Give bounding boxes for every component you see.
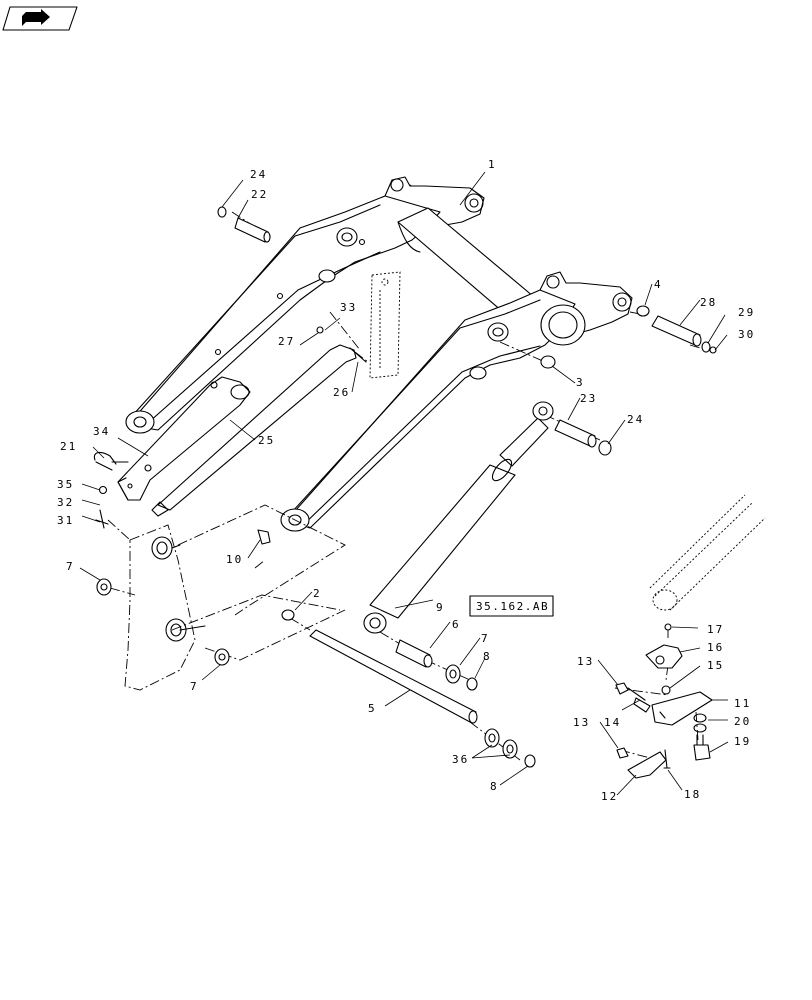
hidden-bracket <box>369 271 401 379</box>
callout-8-lower[interactable]: 8 <box>490 780 499 793</box>
leveling-link <box>151 344 357 517</box>
next-page-button[interactable] <box>2 6 78 31</box>
callout-10[interactable]: 10 <box>226 553 243 566</box>
callout-29[interactable]: 29 <box>738 306 755 319</box>
callout-23[interactable]: 23 <box>580 392 597 405</box>
callout-33[interactable]: 33 <box>340 301 357 314</box>
callout-7-bottom[interactable]: 7 <box>190 680 199 693</box>
callout-8-mid[interactable]: 8 <box>483 650 492 663</box>
callout-34[interactable]: 34 <box>93 425 110 438</box>
callout-16[interactable]: 16 <box>707 641 724 654</box>
callout-17[interactable]: 17 <box>707 623 724 636</box>
next-page-arrow-icon <box>22 9 50 26</box>
callout-7-left[interactable]: 7 <box>66 560 75 573</box>
callout-18[interactable]: 18 <box>684 788 701 801</box>
callout-13-lower[interactable]: 13 <box>573 716 590 729</box>
callout-11[interactable]: 11 <box>734 697 751 710</box>
callout-2[interactable]: 2 <box>313 587 322 600</box>
callout-35[interactable]: 35 <box>57 478 74 491</box>
callout-6[interactable]: 6 <box>452 618 461 631</box>
callout-4[interactable]: 4 <box>654 278 663 291</box>
callout-30[interactable]: 30 <box>738 328 755 341</box>
callout-3[interactable]: 3 <box>576 376 585 389</box>
callout-1[interactable]: 1 <box>488 158 497 171</box>
callout-19[interactable]: 19 <box>734 735 751 748</box>
callout-9[interactable]: 9 <box>436 601 445 614</box>
callout-7-mid[interactable]: 7 <box>481 632 490 645</box>
callout-5[interactable]: 5 <box>368 702 377 715</box>
callout-13-upper[interactable]: 13 <box>577 655 594 668</box>
callout-12[interactable]: 12 <box>601 790 618 803</box>
callout-24-top[interactable]: 24 <box>250 168 267 181</box>
pins-and-hardware <box>93 206 717 768</box>
callout-31[interactable]: 31 <box>57 514 74 527</box>
callout-24-right[interactable]: 24 <box>627 413 644 426</box>
mounting-bracket <box>117 376 251 501</box>
reference-label: 35.162.AB <box>476 600 549 613</box>
hydraulic-cylinder <box>363 401 554 634</box>
callout-27[interactable]: 27 <box>278 335 295 348</box>
leader-lines <box>79 171 729 796</box>
callout-15[interactable]: 15 <box>707 659 724 672</box>
callout-32[interactable]: 32 <box>57 496 74 509</box>
callout-36[interactable]: 36 <box>452 753 469 766</box>
callout-26[interactable]: 26 <box>333 386 350 399</box>
callout-22[interactable]: 22 <box>251 188 268 201</box>
callout-21[interactable]: 21 <box>60 440 77 453</box>
callout-25[interactable]: 25 <box>258 434 275 447</box>
latch-assembly <box>615 623 713 779</box>
phantom-arm <box>649 494 766 611</box>
mount-plate <box>124 524 206 691</box>
reference-box[interactable]: 35.162.AB <box>469 595 554 617</box>
callout-14[interactable]: 14 <box>604 716 621 729</box>
callout-28[interactable]: 28 <box>700 296 717 309</box>
callout-labels: 1 2 3 4 5 6 7 7 7 8 8 9 10 11 12 13 13 1… <box>57 158 755 803</box>
callout-20[interactable]: 20 <box>734 715 751 728</box>
